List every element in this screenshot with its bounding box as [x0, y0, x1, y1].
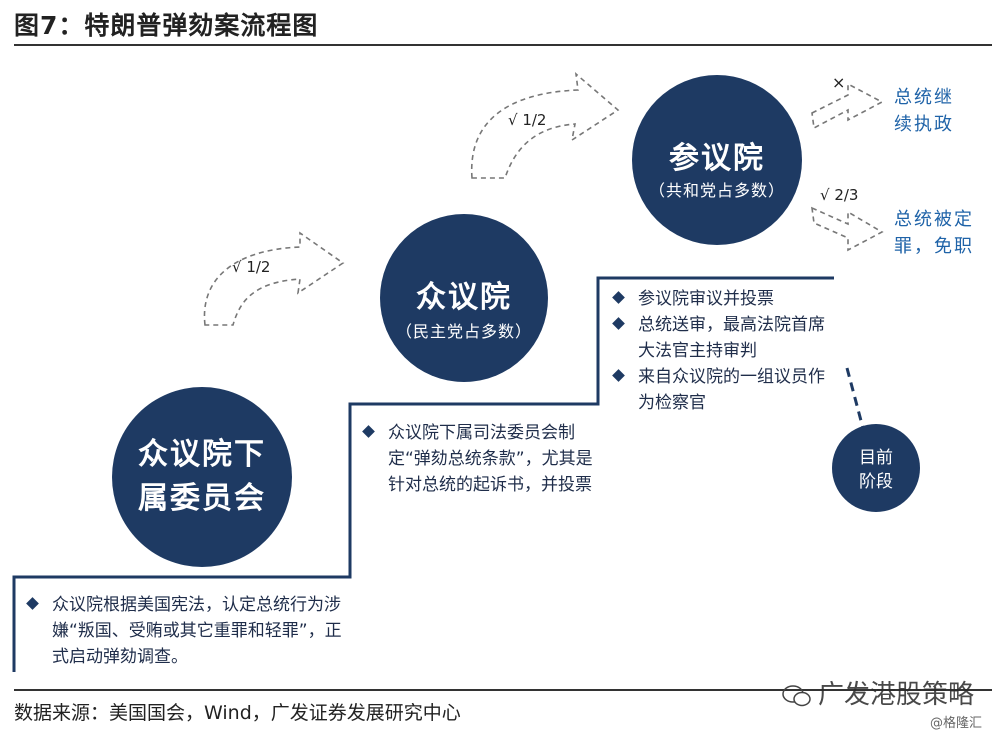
label-current-stage: 目前阶段: [859, 448, 893, 492]
label-senate-majority: （共和党占多数）: [648, 181, 785, 200]
label-house-majority: （民主党占多数）: [395, 322, 532, 341]
straight-arrow-removed: [811, 206, 884, 252]
step1-bullets: 众议院根据美国宪法，认定总统行为涉嫌“叛国、受贿或其它重罪和轻罪”，正式启动弹劾…: [26, 592, 352, 670]
wechat-icon: [782, 685, 811, 707]
step3-bullet: 参议院审议并投票: [612, 286, 832, 312]
circle-current-stage: [832, 424, 920, 512]
vote-house-half: √ 1/2: [232, 258, 271, 276]
outcome-continue: 总统继续执政: [894, 87, 954, 135]
diamond-bullet-icon: [362, 425, 375, 438]
step3-bullet: 总统送审，最高法院首席大法官主持审判: [612, 312, 832, 364]
label-senate: 参议院: [669, 141, 765, 176]
circle-house-committee: [112, 387, 292, 567]
label-house-committee: 众议院下属委员会: [138, 437, 266, 516]
vote-two-thirds: √ 2/3: [820, 186, 859, 204]
watermark-account: 广发港股策略: [818, 680, 975, 710]
circle-senate: [632, 75, 802, 245]
step1-bullet: 众议院根据美国宪法，认定总统行为涉嫌“叛国、受贿或其它重罪和轻罪”，正式启动弹劾…: [26, 592, 352, 670]
vote-senate-half: √ 1/2: [508, 111, 547, 129]
source-note: 数据来源：美国国会，Wind，广发证券发展研究中心: [14, 702, 461, 724]
source-divider: [14, 689, 992, 691]
straight-arrow-continue: [811, 82, 884, 130]
diamond-bullet-icon: [612, 291, 625, 304]
curved-arrow-2: [470, 72, 620, 179]
diamond-bullet-icon: [612, 369, 625, 382]
fail-mark: ×: [832, 73, 846, 92]
staircase-line: [12, 276, 834, 672]
step3-bullets: 参议院审议并投票 总统送审，最高法院首席大法官主持审判 来自众议院的一组议员作为…: [612, 286, 832, 416]
step3-bullet: 来自众议院的一组议员作为检察官: [612, 364, 832, 416]
label-house: 众议院: [416, 280, 512, 315]
step2-bullets: 众议院下属司法委员会制定“弹劾总统条款”，尤其是针对总统的起诉书，并投票: [362, 420, 598, 498]
title-divider: [14, 44, 992, 46]
diamond-bullet-icon: [26, 597, 39, 610]
curved-arrow-1: [203, 231, 345, 326]
step2-bullet: 众议院下属司法委员会制定“弹劾总统条款”，尤其是针对总统的起诉书，并投票: [362, 420, 598, 498]
diamond-bullet-icon: [612, 317, 625, 330]
watermark-site: @格隆汇: [930, 716, 983, 731]
outcome-removed: 总统被定罪，免职: [894, 209, 974, 257]
circle-house: [380, 214, 548, 382]
current-stage-connector: [845, 367, 866, 433]
figure-title: 图7：特朗普弹劾案流程图: [14, 11, 319, 40]
